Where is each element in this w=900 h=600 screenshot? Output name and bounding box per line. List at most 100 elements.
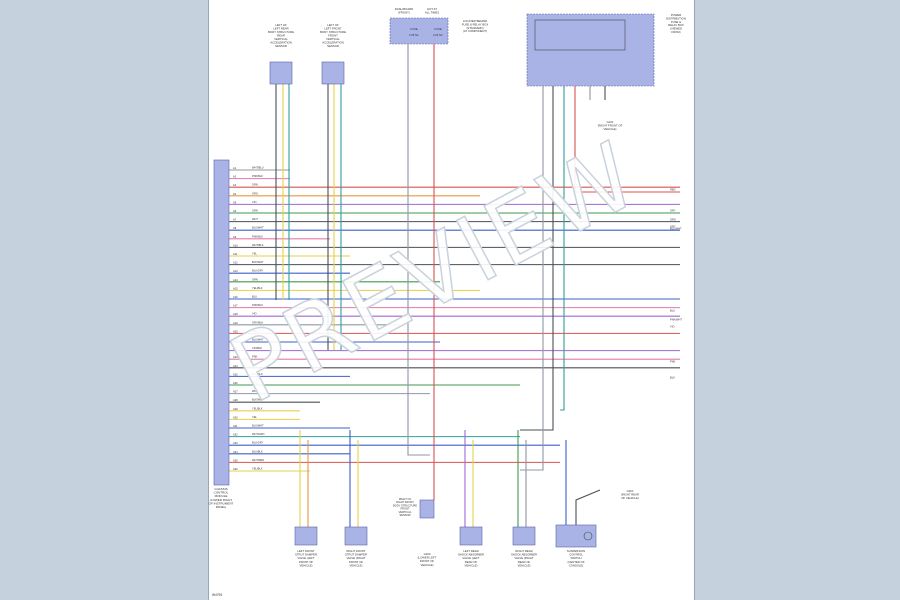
ground-right-label-line: G301 (627, 489, 634, 493)
right-wire-label: GRY (670, 225, 676, 229)
lr-sensor-label-line: LEFT REAR (273, 27, 288, 31)
rf-sensor-label-line: FRONT (401, 507, 410, 511)
fuse-rating: F25 5A (409, 33, 418, 37)
ground-right-label-line: (RIGHT REAR (621, 492, 639, 496)
switch-label-line: CONSOLE) (569, 563, 584, 567)
fuse-name: FUSE (434, 27, 442, 31)
rr_damper-label-line: SHOCK ABSORBER (511, 553, 537, 557)
wire-color-label: BLU/BLK (252, 372, 263, 376)
relay-output-wire (560, 100, 565, 411)
right-wire-label: ORG (670, 218, 676, 222)
switch-label-line: SWITCH (570, 556, 581, 560)
wire-color-label: GRN (252, 381, 258, 385)
pin-number: A36 (233, 467, 238, 471)
right-wire-label: PNK/WHT (670, 318, 682, 322)
pin-number: A22 (233, 347, 238, 351)
wire-color-label: BLK/WHT (252, 260, 264, 264)
fuse-top2-label-line: ALL TIMES (425, 10, 439, 14)
pin-number: A23 (233, 355, 238, 359)
right-wire-label: PNK (670, 360, 676, 364)
fuse-note-line: (STANDARD) (466, 26, 483, 30)
module-label-line: OF INSTRUMENT (209, 501, 234, 505)
module-label-line: PANEL) (216, 505, 227, 509)
fuse-note-line: LOCATED BEHIND (463, 19, 487, 23)
wire-color-label: VIO (252, 200, 256, 204)
pin-number: A21 (233, 338, 238, 342)
relay-box-label-line: POWER (671, 13, 682, 17)
lf-sensor-label-line: LEFT OF (327, 23, 339, 27)
right-wire-label: BLU (670, 309, 675, 313)
ground-top-label-line: G101 (607, 120, 614, 124)
lf_damper-label-line: VEHICLE) (300, 563, 313, 567)
wire-color-label: GRN (252, 183, 258, 187)
relay-box-label-line: RELAY BOX (668, 23, 684, 27)
lr_damper-label-line: LEFT REAR (463, 549, 478, 553)
ground-label-line: (LOWER LEFT (418, 556, 437, 560)
wire-color-label: PNK/BLK (252, 234, 263, 238)
wire-color-label: YEL/BLK (252, 467, 263, 471)
wire-color-label: RED (252, 329, 258, 333)
wire-color-label: BLU/WHT (252, 338, 264, 342)
wire-color-label: WHT (252, 217, 258, 221)
lf-sensor-label-line: VERTICAL (326, 37, 340, 41)
relay-box-label-line: DISTRIBUTION (666, 16, 686, 20)
module-label-line: MODULE (215, 494, 228, 498)
pin-number: A12 (233, 261, 238, 265)
switch-indicator (583, 531, 593, 541)
pin-number: A4 (233, 192, 237, 196)
pin-number: A24 (233, 364, 238, 368)
wire-color-label: BLU/BLK (252, 449, 263, 453)
lr_damper-label-line: SHOCK ABSORBER (458, 553, 484, 557)
pin-number: A25 (233, 372, 238, 376)
wire-layer (229, 44, 680, 527)
wire-color-label: BLK/WHT (252, 398, 264, 402)
pin-number: A19 (233, 321, 238, 325)
pin-number: A35 (233, 458, 238, 462)
pin-number: A1 (233, 166, 237, 170)
wire-color-label: BLU/WHT (252, 424, 264, 428)
lf-sensor-label-line: BODY STRUCTURE (320, 30, 346, 34)
wire-color-label: PNK/BLK (252, 303, 263, 307)
left-front-sensor (321, 61, 345, 85)
wire-color-label: YEL/BLK (252, 406, 263, 410)
pin-number: A18 (233, 312, 238, 316)
wire-color-label: YEL/BLK (252, 286, 263, 290)
damper-valve (294, 526, 318, 546)
wire-color-label: BLU/GRY (252, 269, 264, 273)
ground-right-label-line: OF VEHICLE) (621, 496, 639, 500)
wire-color-label: PNK/BLK (252, 174, 263, 178)
pin-number: A9 (233, 235, 237, 239)
rf-sensor-label-line: SENSOR (400, 513, 411, 517)
ground-top-label-line: (RIGHT FRONT OF (598, 123, 623, 127)
wire-color-label: GRN (252, 209, 258, 213)
pin-number: A30 (233, 415, 238, 419)
module-label-line: CHASSIS (214, 487, 227, 491)
pin-number: A5 (233, 200, 237, 204)
rf-sensor-label-line: RIGHT FRONT (396, 500, 414, 504)
wire-color-label: GRY/BLK (252, 320, 263, 324)
pin-number: A8 (233, 226, 237, 230)
switch-label-line: (CENTER OF (567, 560, 584, 564)
wire-color-label: BLU (252, 295, 257, 299)
ground-label-line: VEHICLE) (421, 563, 434, 567)
lf-sensor-label-line: SENSOR (327, 44, 339, 48)
ground-connector (419, 499, 435, 519)
rf-sensor-label-line: RIGHT OF (399, 497, 412, 501)
pin-number: A7 (233, 218, 237, 222)
rf-sensor-label-line: VERTICAL (399, 510, 412, 514)
right-wire-label: VIO (670, 325, 674, 329)
wire-color-label: WHT/BLK (252, 243, 264, 247)
relay-output-wire (520, 100, 554, 431)
pin-number: A32 (233, 433, 238, 437)
rf_damper-label-line: RIGHT FRONT (346, 549, 365, 553)
ground-label-line: G200 (424, 552, 431, 556)
fuse-rating: F23 5A (433, 33, 442, 37)
pin-number: A34 (233, 450, 238, 454)
relay-inner (534, 19, 626, 51)
right-wire-label: GRY (670, 209, 676, 213)
lf-sensor-label-line: ACCELERATION (322, 41, 344, 45)
fuse-feed-wire (407, 44, 430, 456)
pin-number: A27 (233, 390, 238, 394)
